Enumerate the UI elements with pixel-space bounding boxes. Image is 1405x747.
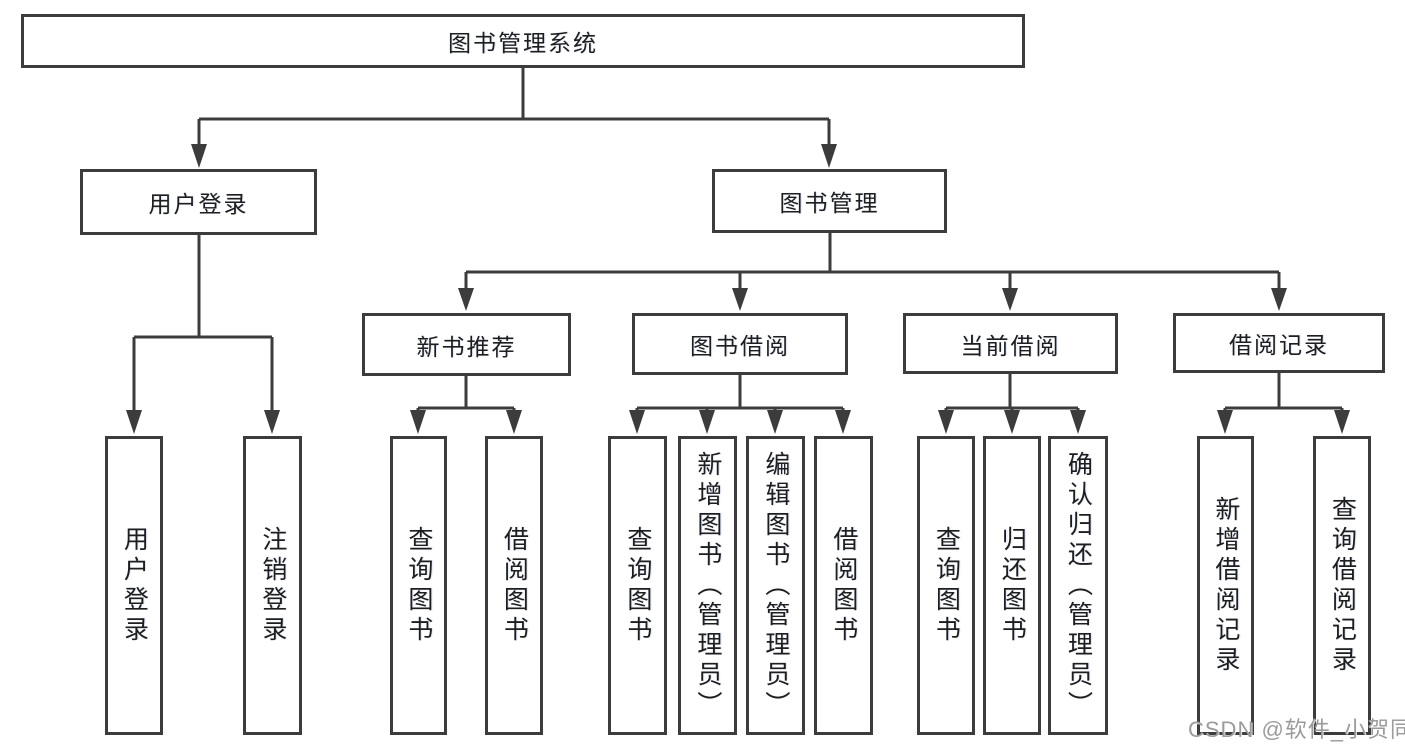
leaf-borrow-borrow-books: 借阅图书 (814, 436, 873, 735)
leaf-borrow-add-books-admin-label: 新增图书（管理员） (693, 450, 722, 721)
node-current-borrow: 当前借阅 (903, 313, 1118, 374)
node-root: 图书管理系统 (21, 14, 1025, 68)
leaf-logout-label: 注销登录 (258, 525, 287, 646)
leaf-borrow-edit-books-admin-label: 编辑图书（管理员） (761, 450, 790, 721)
leaf-current-confirm-return-admin: 确认归还（管理员） (1048, 436, 1108, 735)
node-new-book-rec-label: 新书推荐 (416, 333, 517, 360)
connector-book-borrow-to-leaves (629, 375, 851, 434)
node-book-borrow-label: 图书借阅 (690, 333, 790, 359)
node-borrow-records-label: 借阅记录 (1229, 332, 1329, 358)
leaf-records-query-label: 查询借阅记录 (1328, 495, 1357, 676)
leaf-records-add: 新增借阅记录 (1197, 436, 1254, 735)
connector-user-login-to-leaves (126, 235, 280, 434)
node-root-label: 图书管理系统 (448, 30, 598, 56)
watermark: CSDN @软件_小贺同学 (1188, 717, 1405, 742)
leaf-borrow-query-books: 查询图书 (608, 436, 667, 735)
leaf-borrow-borrow-books-label: 借阅图书 (829, 525, 858, 646)
leaf-rec-borrow-books: 借阅图书 (485, 436, 543, 735)
leaf-user-login-label: 用户登录 (120, 525, 149, 646)
leaf-rec-borrow-books-label: 借阅图书 (500, 525, 529, 646)
node-book-mgmt: 图书管理 (712, 169, 947, 233)
leaf-borrow-add-books-admin: 新增图书（管理员） (678, 436, 737, 735)
leaf-rec-query-books: 查询图书 (390, 436, 447, 735)
node-book-mgmt-label: 图书管理 (779, 190, 880, 216)
leaf-borrow-edit-books-admin: 编辑图书（管理员） (746, 436, 805, 735)
connector-book-mgmt-to-level3 (458, 233, 1287, 311)
connector-root-to-level2 (191, 67, 837, 168)
leaf-borrow-query-books-label: 查询图书 (623, 525, 652, 646)
connector-borrow-records-to-leaves (1217, 373, 1350, 434)
leaf-current-confirm-return-admin-label: 确认归还（管理员） (1064, 450, 1093, 721)
node-user-login-label: 用户登录 (148, 191, 249, 217)
leaf-records-query: 查询借阅记录 (1313, 436, 1371, 735)
leaf-current-query-books-label: 查询图书 (932, 525, 961, 646)
node-current-borrow-label: 当前借阅 (960, 332, 1061, 359)
leaf-current-query-books: 查询图书 (917, 436, 975, 735)
node-book-borrow: 图书借阅 (632, 313, 848, 375)
node-new-book-rec: 新书推荐 (362, 313, 571, 376)
node-borrow-records: 借阅记录 (1173, 313, 1385, 373)
connector-new-book-rec-to-leaves (410, 376, 522, 434)
leaf-rec-query-books-label: 查询图书 (404, 525, 433, 646)
node-user-login: 用户登录 (80, 169, 317, 235)
leaf-current-return-books-label: 归还图书 (998, 525, 1027, 646)
leaf-current-return-books: 归还图书 (983, 436, 1041, 735)
leaf-records-add-label: 新增借阅记录 (1211, 495, 1240, 676)
leaf-logout: 注销登录 (243, 436, 302, 735)
connector-current-borrow-to-leaves (938, 374, 1086, 434)
leaf-user-login: 用户登录 (105, 436, 163, 735)
